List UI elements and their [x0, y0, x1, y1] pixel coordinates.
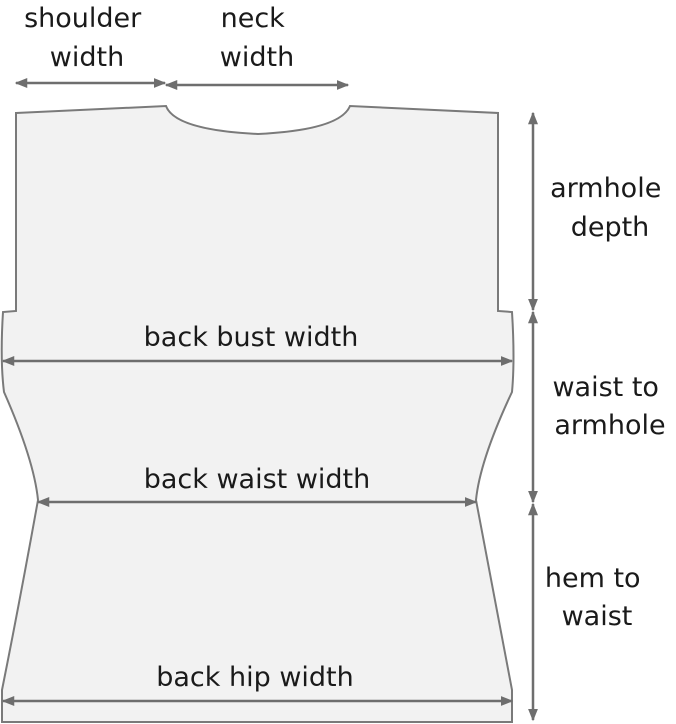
back-waist-width-label: back waist width [144, 464, 371, 495]
back-bust-width-label: back bust width [144, 322, 359, 353]
waist-to-armhole-label-line1: waist to [552, 372, 658, 403]
armhole-depth-label-line1: armhole [550, 173, 661, 204]
neck-width-label: neck width [220, 3, 294, 73]
hem-to-waist-label-line1: hem to [545, 563, 641, 594]
waist-to-armhole-label-line2: armhole [554, 410, 665, 441]
shoulder-width-label-line1: shoulder [24, 3, 142, 34]
hem-to-waist-label-line2: waist [562, 601, 633, 632]
shoulder-width-label-line2: width [50, 42, 124, 73]
hem-to-waist-label: hem to waist [545, 563, 649, 632]
armhole-depth-label-line2: depth [571, 212, 650, 243]
shoulder-width-label: shoulder width [24, 3, 150, 73]
garment-outline [0, 104, 515, 723]
armhole-depth-label: armhole depth [550, 173, 670, 243]
neck-width-label-line1: neck [221, 3, 286, 34]
back-hip-width-label: back hip width [156, 662, 354, 693]
waist-to-armhole-label: waist to armhole [552, 372, 667, 441]
neck-width-label-line2: width [220, 42, 294, 73]
